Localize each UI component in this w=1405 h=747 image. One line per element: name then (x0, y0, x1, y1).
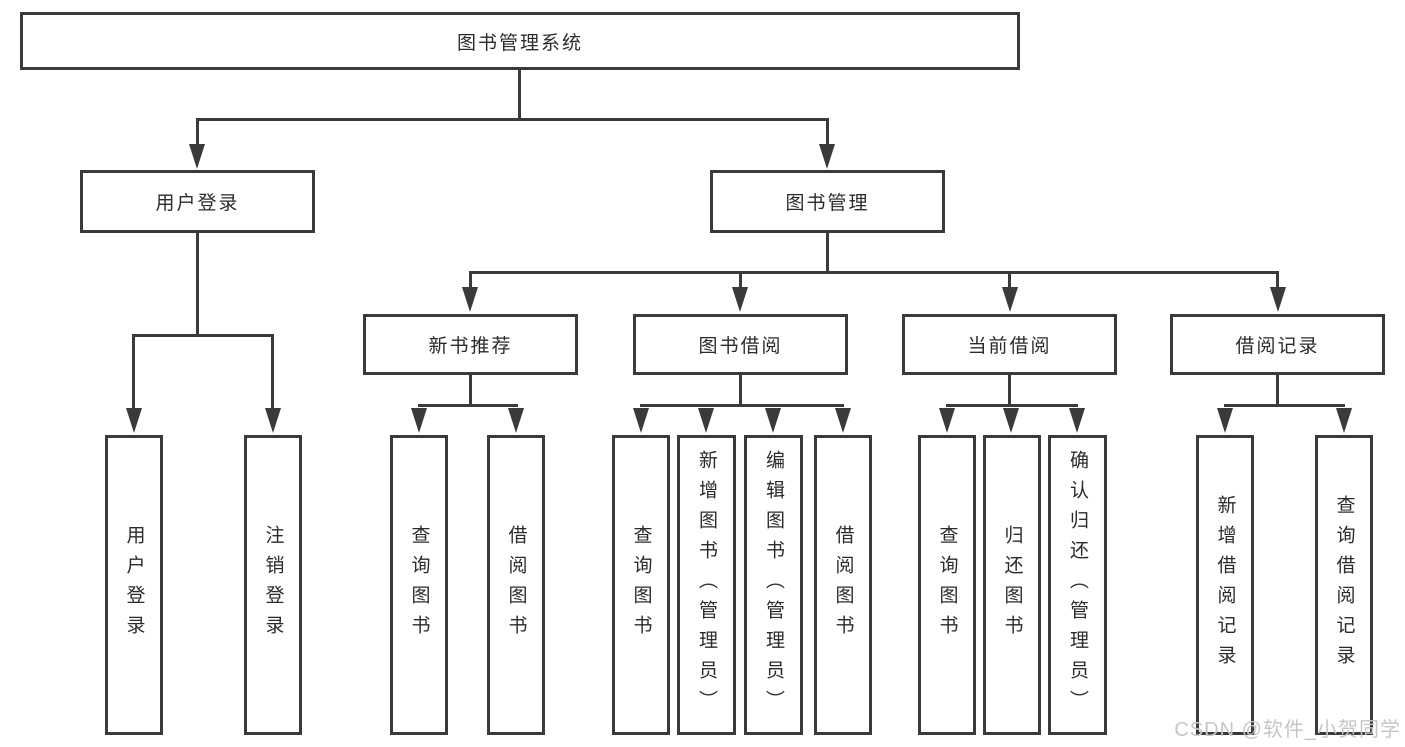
node-label: 用户登录 (155, 193, 240, 214)
leaf-query-books-borrowing: 查询图书 (612, 435, 670, 735)
csdn-watermark: CSDN @软件_小贺同学 (1174, 719, 1401, 741)
arrow-down-icon (189, 144, 205, 169)
connector-leaf-stem (271, 334, 274, 408)
node-label: 借阅记录 (1235, 336, 1320, 357)
connector-splitter (640, 404, 844, 407)
arrow-down-icon (1217, 408, 1233, 433)
leaf-label: 查询图书 (408, 525, 430, 645)
leaf-edit-books-admin: 编辑图书（管理员） (744, 435, 803, 735)
connector-user-login-drop (196, 233, 199, 336)
connector-user-login-splitter (132, 334, 274, 337)
leaf-label: 确认归还（管理员） (1067, 450, 1088, 720)
connector-branch-stem (739, 271, 742, 287)
leaf-label: 用户登录 (123, 525, 145, 645)
leaf-label: 注销登录 (262, 525, 284, 645)
arrow-down-icon (633, 408, 649, 433)
connector-drop (1008, 374, 1011, 406)
leaf-logout: 注销登录 (244, 435, 302, 735)
connector-user-login-stem (196, 118, 199, 146)
arrow-down-icon (819, 144, 835, 169)
leaf-add-books-admin: 新增图书（管理员） (677, 435, 736, 735)
leaf-label: 编辑图书（管理员） (763, 450, 784, 720)
node-label: 图书管理系统 (456, 32, 583, 54)
connector-book-management-drop (826, 233, 829, 273)
arrow-down-icon (732, 287, 748, 312)
node-user-login: 用户登录 (80, 170, 315, 233)
arrow-down-icon (508, 408, 524, 433)
arrow-down-icon (939, 408, 955, 433)
arrow-down-icon (1003, 408, 1019, 433)
connector-leaf-stem (132, 334, 135, 408)
connector-drop (739, 374, 742, 406)
leaf-label: 查询图书 (630, 525, 652, 645)
node-label: 图书管理 (785, 193, 870, 214)
connector-root-stem (518, 70, 521, 120)
node-book-management: 图书管理 (710, 170, 945, 233)
leaf-label: 查询图书 (936, 525, 958, 645)
arrow-down-icon (1002, 287, 1018, 312)
leaf-query-books-current: 查询图书 (918, 435, 976, 735)
connector-branch-stem (1276, 271, 1279, 287)
leaf-confirm-return-admin: 确认归还（管理员） (1048, 435, 1107, 735)
leaf-label: 查询借阅记录 (1333, 495, 1355, 675)
leaf-user-login: 用户登录 (105, 435, 163, 735)
node-label: 当前借阅 (967, 336, 1052, 357)
leaf-borrow-books-recommend: 借阅图书 (487, 435, 545, 735)
node-borrowing-records: 借阅记录 (1170, 314, 1385, 375)
arrow-down-icon (126, 408, 142, 433)
connector-branch-stem (1008, 271, 1011, 287)
leaf-add-borrow-record: 新增借阅记录 (1196, 435, 1254, 735)
arrow-down-icon (698, 408, 714, 433)
leaf-label: 新增图书（管理员） (696, 450, 717, 720)
leaf-label: 借阅图书 (832, 525, 854, 645)
connector-splitter (1224, 404, 1345, 407)
connector-splitter (418, 404, 518, 407)
node-label: 新书推荐 (428, 336, 513, 357)
node-current-borrowing: 当前借阅 (902, 314, 1117, 375)
leaf-label: 借阅图书 (505, 525, 527, 645)
leaf-return-books: 归还图书 (983, 435, 1041, 735)
connector-branch-stem (469, 271, 472, 287)
arrow-down-icon (1270, 287, 1286, 312)
connector-root-splitter (196, 118, 829, 121)
connector-drop (1276, 374, 1279, 406)
connector-drop (469, 374, 472, 406)
arrow-down-icon (411, 408, 427, 433)
leaf-label: 新增借阅记录 (1214, 495, 1236, 675)
leaf-label: 归还图书 (1001, 525, 1023, 645)
arrow-down-icon (835, 408, 851, 433)
node-new-book-recommendation: 新书推荐 (363, 314, 578, 375)
connector-splitter (946, 404, 1078, 407)
node-library-management-system: 图书管理系统 (20, 12, 1020, 70)
leaf-query-borrow-record: 查询借阅记录 (1315, 435, 1373, 735)
leaf-query-books-recommend: 查询图书 (390, 435, 448, 735)
node-book-borrowing: 图书借阅 (633, 314, 848, 375)
leaf-borrow-books: 借阅图书 (814, 435, 872, 735)
connector-book-management-stem (826, 118, 829, 146)
arrow-down-icon (265, 408, 281, 433)
arrow-down-icon (1336, 408, 1352, 433)
arrow-down-icon (462, 287, 478, 312)
arrow-down-icon (1069, 408, 1085, 433)
connector-book-management-splitter (469, 271, 1279, 274)
node-label: 图书借阅 (698, 336, 783, 357)
arrow-down-icon (765, 408, 781, 433)
